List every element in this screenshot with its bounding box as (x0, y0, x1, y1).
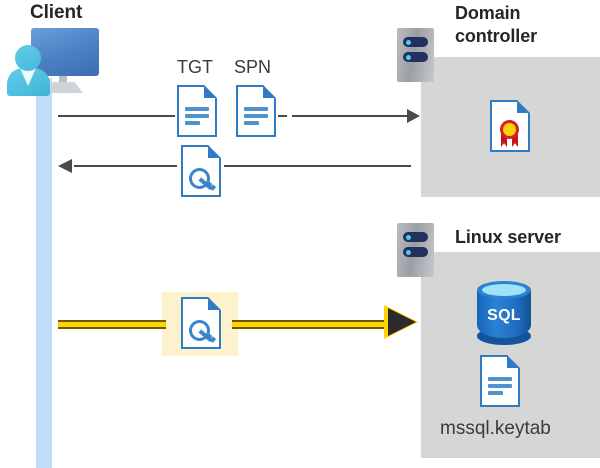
spn-document-icon (236, 85, 276, 137)
document-line-icon (488, 384, 512, 388)
certificate-ribbon-icon (501, 134, 507, 147)
authenticate-arrow-segment (58, 320, 166, 329)
server-bay-icon (403, 247, 428, 257)
client-title: Client (30, 2, 83, 23)
document-fold-icon (208, 145, 221, 158)
document-fold-icon (507, 355, 520, 368)
tgt-document-icon (177, 85, 217, 137)
keytab-filename-label: mssql.keytab (440, 418, 551, 439)
server-led-icon (406, 54, 411, 60)
domain-controller-title: Domain controller (455, 3, 538, 46)
client-workstation-icon (7, 28, 99, 96)
person-head-icon (15, 45, 41, 71)
document-fold-icon (204, 85, 217, 98)
monitor-screen-icon (31, 28, 99, 76)
request-arrow-segment (292, 115, 411, 117)
monitor-neck-icon (59, 76, 67, 84)
certificate-document-icon (490, 100, 530, 152)
document-line-icon (244, 107, 268, 111)
certificate-ribbon-icon (512, 134, 518, 147)
document-line-icon (488, 391, 503, 395)
server-led-icon (406, 39, 411, 45)
server-led-icon (406, 234, 411, 240)
linux-server-rack-icon (397, 223, 434, 277)
keytab-document-icon (480, 355, 520, 407)
server-bay-icon (403, 37, 428, 47)
database-top-inner-icon (482, 284, 526, 296)
server-bay-icon (403, 52, 428, 62)
sql-database-icon: SQL (477, 281, 531, 347)
keytab-key-document-icon (181, 297, 221, 349)
certificate-seal-inner-icon (503, 123, 516, 136)
server-bay-icon (403, 232, 428, 242)
request-arrow-segment (58, 115, 175, 117)
response-arrowhead-icon (58, 159, 72, 173)
sql-label: SQL (487, 307, 521, 324)
server-led-icon (406, 249, 411, 255)
response-arrow-segment (74, 165, 177, 167)
document-line-icon (488, 377, 512, 381)
spn-label: SPN (234, 57, 272, 77)
request-arrow-segment (278, 115, 287, 117)
domain-controller-server-rack-icon (397, 28, 434, 82)
monitor-base-icon (45, 82, 83, 93)
document-line-icon (185, 107, 209, 111)
tgt-label: TGT (177, 57, 213, 77)
authenticate-arrow-segment (232, 320, 392, 329)
document-fold-icon (208, 297, 221, 310)
client-lifeline (36, 78, 52, 468)
request-arrowhead-icon (407, 109, 420, 123)
response-arrow-segment (224, 165, 411, 167)
document-line-icon (244, 121, 259, 125)
session-key-document-icon (181, 145, 221, 197)
linux-server-title: Linux server (455, 227, 561, 247)
document-line-icon (185, 114, 209, 118)
document-line-icon (185, 121, 200, 125)
authenticate-arrowhead-icon (388, 308, 416, 336)
document-line-icon (244, 114, 268, 118)
